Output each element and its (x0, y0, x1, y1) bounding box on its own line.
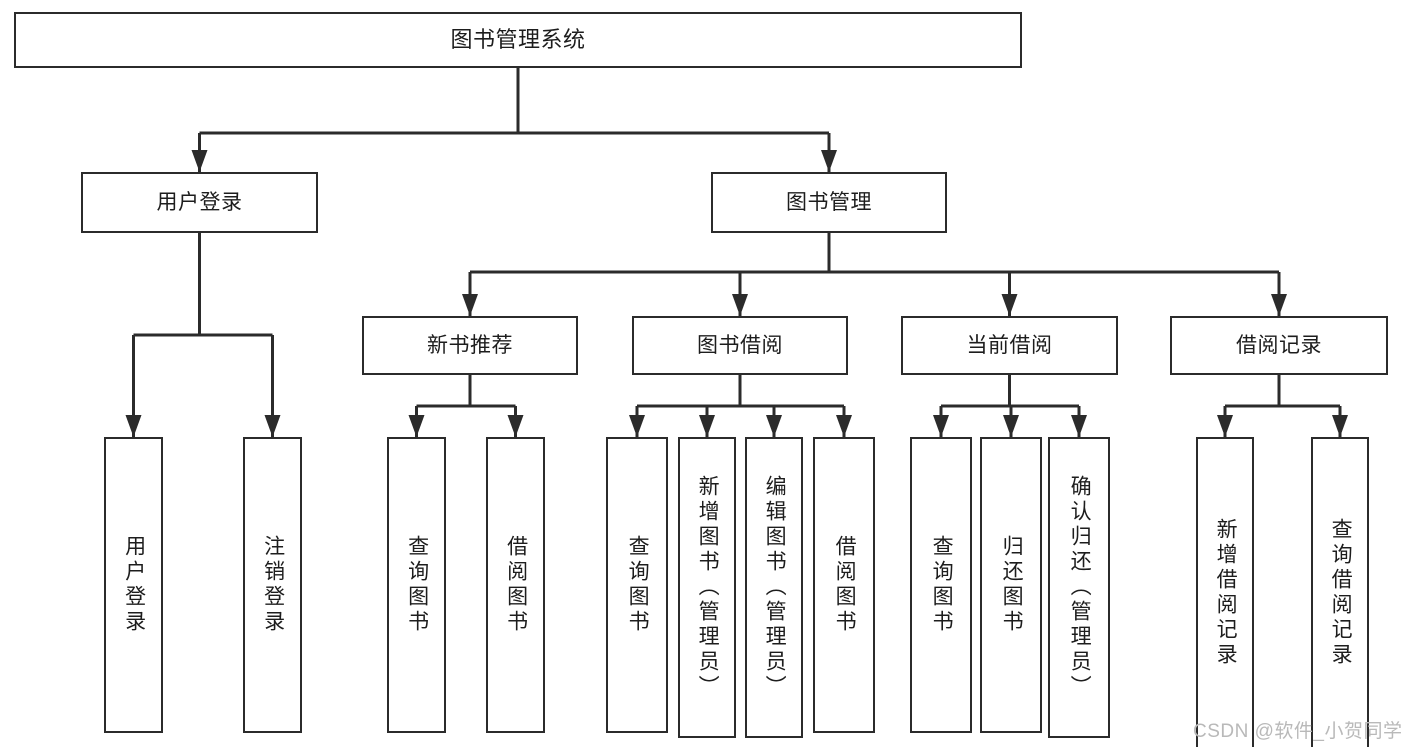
arrow-head-icon (408, 415, 425, 437)
node-root[interactable]: 图书管理系统 (14, 12, 1022, 68)
arrow-head-icon (629, 415, 645, 437)
arrow-head-icon (821, 150, 837, 172)
node-leaf-borrow-book-2[interactable]: 借阅图书 (813, 437, 875, 733)
node-borrow-record[interactable]: 借阅记录 (1170, 316, 1388, 375)
node-label: 编辑图书（管理员） (763, 475, 787, 700)
node-label: 图书管理系统 (450, 26, 586, 52)
node-label: 借阅图书 (504, 535, 528, 635)
arrow-head-icon (1001, 294, 1018, 316)
node-label: 新书推荐 (427, 333, 513, 357)
node-label: 注销登录 (261, 535, 285, 635)
node-label: 归还图书 (1000, 535, 1024, 635)
node-leaf-confirm-return[interactable]: 确认归还（管理员） (1048, 437, 1110, 738)
arrow-head-icon (699, 415, 715, 437)
arrow-head-icon (1003, 415, 1019, 437)
node-label: 新增借阅记录 (1214, 518, 1238, 668)
node-label: 用户登录 (122, 535, 146, 635)
node-label: 查询图书 (405, 535, 429, 635)
node-leaf-query-book-3[interactable]: 查询图书 (910, 437, 972, 733)
node-leaf-logout[interactable]: 注销登录 (243, 437, 302, 733)
arrow-head-icon (462, 294, 478, 316)
node-label: 确认归还（管理员） (1068, 475, 1092, 700)
arrow-head-icon (766, 415, 782, 437)
node-leaf-add-book[interactable]: 新增图书（管理员） (678, 437, 736, 738)
node-leaf-query-book-2[interactable]: 查询图书 (606, 437, 668, 733)
arrow-head-icon (264, 415, 281, 437)
arrow-head-icon (507, 415, 524, 437)
node-book-manage[interactable]: 图书管理 (711, 172, 947, 233)
node-label: 图书借阅 (697, 333, 783, 357)
node-leaf-query-book-1[interactable]: 查询图书 (387, 437, 446, 733)
node-leaf-borrow-book-1[interactable]: 借阅图书 (486, 437, 545, 733)
node-label: 查询借阅记录 (1329, 518, 1353, 668)
arrow-head-icon (933, 415, 949, 437)
node-leaf-add-record[interactable]: 新增借阅记录 (1196, 437, 1254, 747)
node-label: 查询图书 (626, 535, 650, 635)
node-leaf-return-book[interactable]: 归还图书 (980, 437, 1042, 733)
node-label: 新增图书（管理员） (696, 475, 720, 700)
arrow-head-icon (732, 294, 748, 316)
arrow-head-icon (836, 415, 852, 437)
arrow-head-icon (1071, 415, 1087, 437)
node-label: 图书管理 (786, 190, 872, 214)
arrow-head-icon (1271, 294, 1287, 316)
node-leaf-query-record[interactable]: 查询借阅记录 (1311, 437, 1369, 747)
node-leaf-edit-book[interactable]: 编辑图书（管理员） (745, 437, 803, 738)
arrow-head-icon (1332, 415, 1348, 437)
node-leaf-user-login[interactable]: 用户登录 (104, 437, 163, 733)
node-label: 用户登录 (156, 190, 243, 214)
node-label: 借阅记录 (1236, 333, 1322, 357)
node-book-borrow[interactable]: 图书借阅 (632, 316, 848, 375)
node-new-book-rec[interactable]: 新书推荐 (362, 316, 578, 375)
node-current-borrow[interactable]: 当前借阅 (901, 316, 1118, 375)
arrow-head-icon (191, 150, 208, 172)
arrow-head-icon (1217, 415, 1233, 437)
arrow-head-icon (125, 415, 142, 437)
node-label: 查询图书 (930, 535, 954, 635)
node-user-login[interactable]: 用户登录 (81, 172, 318, 233)
node-label: 当前借阅 (966, 333, 1053, 357)
node-label: 借阅图书 (833, 535, 857, 635)
